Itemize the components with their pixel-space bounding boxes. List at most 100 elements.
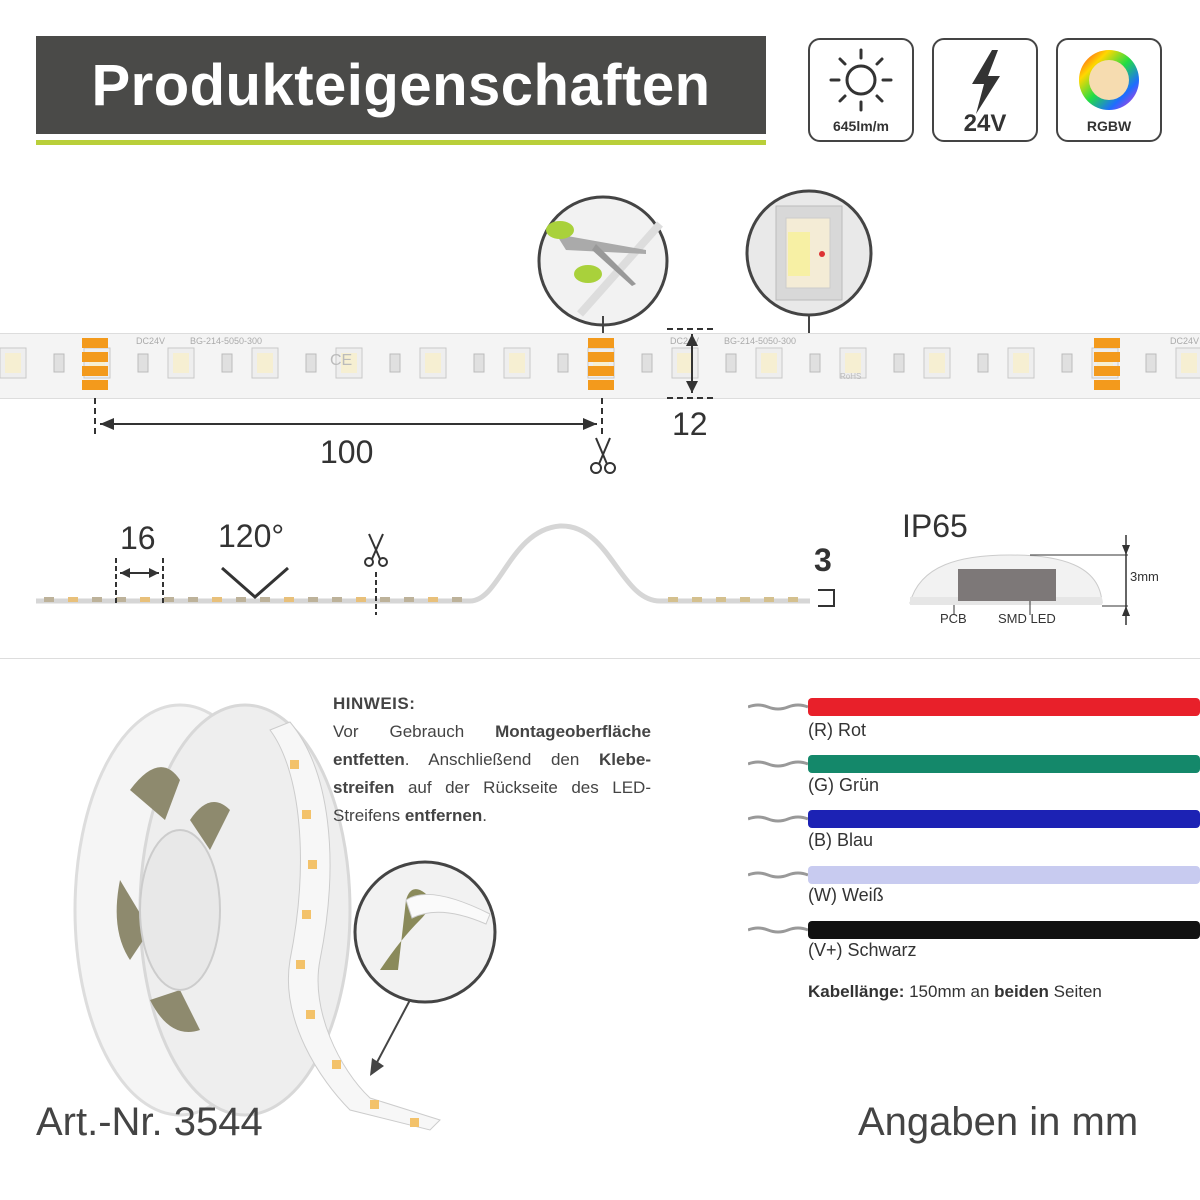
wire-label-blue: (B) Blau <box>808 830 874 850</box>
page-title: Produkteigenschaften <box>91 52 711 118</box>
profile-led <box>692 597 702 602</box>
strip-resistor <box>725 353 737 373</box>
strip-solder-pad <box>1094 380 1120 390</box>
notice-heading: HINWEIS: <box>333 694 416 713</box>
title-accent-line <box>36 140 766 145</box>
strip-voltage-mark-2: DC24V <box>670 336 700 346</box>
strip-led-lens <box>5 353 21 373</box>
strip-resistor <box>53 353 65 373</box>
strip-model-mark-2: BG-214-5050-300 <box>724 336 797 346</box>
strip-ce-mark: CE <box>330 352 353 369</box>
feature-voltage: 24V <box>932 38 1038 142</box>
wire-red <box>747 696 1200 718</box>
ip-rating-label: IP65 <box>902 508 968 544</box>
strip-voltage-mark-3: DC24V <box>1170 336 1200 346</box>
strip-solder-pad <box>82 366 108 376</box>
rgbw-label: RGBW <box>1086 118 1132 134</box>
strip-led-lens <box>257 353 273 373</box>
profile-led <box>356 597 366 602</box>
cut-length-label: 100 <box>320 434 374 470</box>
strip-solder-pad <box>82 380 108 390</box>
profile-led <box>788 597 798 602</box>
strip-dimensions <box>94 328 717 438</box>
led-strip <box>0 333 1200 399</box>
profile-led <box>428 597 438 602</box>
profile-led <box>380 597 390 602</box>
pcb-label: PCB <box>940 611 967 626</box>
strip-profile <box>36 523 835 615</box>
strip-resistor <box>557 353 569 373</box>
adhesive-zoom-bubble <box>353 860 497 1076</box>
strip-resistor <box>809 353 821 373</box>
wire-white <box>747 864 1200 886</box>
smd-led-label: SMD LED <box>998 611 1056 626</box>
strip-solder-pad <box>588 380 614 390</box>
color-wheel-icon <box>1079 50 1139 110</box>
profile-led <box>140 597 150 602</box>
profile-led <box>92 597 102 602</box>
smd-led-zoom-bubble <box>744 188 874 318</box>
strip-resistor <box>893 353 905 373</box>
strip-resistor <box>221 353 233 373</box>
cross-section-diagram <box>909 535 1130 625</box>
lumen-label: 645lm/m <box>832 118 890 134</box>
strip-solder-pad <box>82 338 108 348</box>
wire-label-green: (G) Grün <box>808 775 880 795</box>
wire-label-black: (V+) Schwarz <box>808 940 917 960</box>
strip-led-lens <box>509 353 525 373</box>
strip-solder-pad <box>1094 338 1120 348</box>
height-label: 3 <box>814 542 832 578</box>
bubble-connector-lines <box>602 316 810 334</box>
strip-led-lens <box>845 353 861 373</box>
strip-led-lens <box>1181 353 1197 373</box>
section-divider <box>0 658 1200 659</box>
strip-solder-pad <box>1094 352 1120 362</box>
strip-resistor <box>1145 353 1157 373</box>
profile-led <box>404 597 414 602</box>
profile-led <box>308 597 318 602</box>
profile-led <box>452 597 462 602</box>
profile-led <box>740 597 750 602</box>
strip-solder-pad <box>588 352 614 362</box>
title-banner <box>36 36 766 134</box>
strip-led-lens <box>761 353 777 373</box>
led-pitch-label: 16 <box>120 520 156 556</box>
strip-resistor <box>641 353 653 373</box>
notice-text: Vor Gebrauch Montageoberfläche entfetten… <box>333 722 651 825</box>
strip-resistor <box>473 353 485 373</box>
feature-lumen: 645lm/m <box>808 38 914 142</box>
profile-led <box>68 597 78 602</box>
strip-solder-pad <box>588 366 614 376</box>
profile-led <box>212 597 222 602</box>
profile-led <box>188 597 198 602</box>
strip-led-lens <box>425 353 441 373</box>
strip-led-lens <box>173 353 189 373</box>
strip-led-lens <box>1013 353 1029 373</box>
strip-led-lens <box>341 353 357 373</box>
beam-angle-label: 120° <box>218 518 285 554</box>
profile-led <box>332 597 342 602</box>
profile-led <box>716 597 726 602</box>
wire-blue <box>747 808 1200 830</box>
units-note: Angaben in mm <box>858 1100 1139 1144</box>
strip-resistor <box>137 353 149 373</box>
lightning-icon <box>972 50 1000 114</box>
profile-led <box>668 597 678 602</box>
strip-resistor <box>1061 353 1073 373</box>
strip-led-lens <box>929 353 945 373</box>
feature-rgbw: RGBW <box>1056 38 1162 142</box>
strip-resistor <box>305 353 317 373</box>
wire-label-white: (W) Weiß <box>808 885 884 905</box>
scissors-zoom-bubble <box>536 194 670 328</box>
strip-solder-pad <box>82 352 108 362</box>
strip-resistor <box>977 353 989 373</box>
article-number: Art.-Nr. 3544 <box>36 1100 263 1144</box>
strip-voltage-mark: DC24V <box>136 336 166 346</box>
profile-led <box>236 597 246 602</box>
profile-led <box>44 597 54 602</box>
strip-led-lens <box>677 353 693 373</box>
scissors-icon <box>590 437 616 474</box>
profile-led <box>284 597 294 602</box>
scissors-icon <box>546 221 646 286</box>
strip-resistor <box>389 353 401 373</box>
